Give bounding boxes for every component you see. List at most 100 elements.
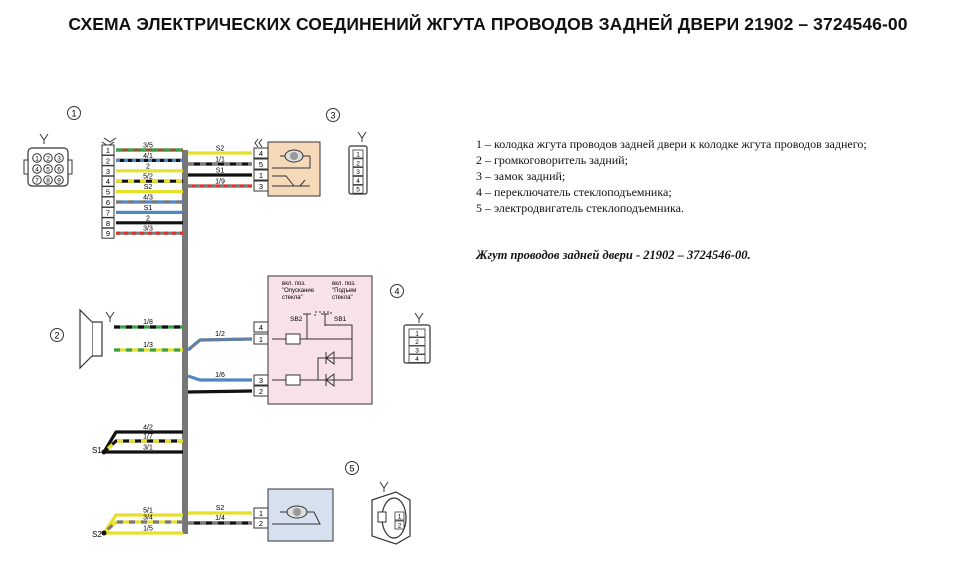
pin-number: 4 — [106, 177, 110, 186]
component-2-number: 2 — [54, 331, 59, 341]
wire-label: 1/9 — [215, 179, 225, 186]
pin-number: 4 — [415, 356, 419, 363]
wire-stripe — [186, 337, 253, 352]
wire-label: 1/7 — [143, 434, 153, 441]
ground-s2-label: S2 — [92, 530, 102, 539]
wire-label: S1 — [216, 168, 225, 175]
wire-stripe — [102, 439, 183, 454]
pin-number: 8 — [46, 178, 50, 185]
pin-number: 4 — [356, 178, 360, 185]
legend-item: 5 – электродвигатель стеклоподъемника. — [476, 201, 684, 215]
ground-point — [101, 449, 107, 455]
wire — [187, 389, 253, 394]
ground-s1-wires: 4/21/73/1 — [101, 425, 183, 455]
switch-sb1-label: SB1 — [334, 316, 347, 323]
page-title: СХЕМА ЭЛЕКТРИЧЕСКИХ СОЕДИНЕНИЙ ЖГУТА ПРО… — [68, 14, 908, 34]
wire-label: 3/3 — [143, 226, 153, 233]
wire-label: 1/4 — [215, 515, 225, 522]
speaker-icon — [79, 308, 115, 370]
pin-cell — [408, 354, 426, 363]
pin-number: 8 — [106, 219, 110, 228]
wire-label: S2 — [216, 505, 225, 512]
pin-number: 1 — [35, 156, 39, 163]
component-4-marker — [390, 284, 404, 298]
harness-note: Жгут проводов задней двери - 21902 – 372… — [476, 248, 751, 262]
component-2-marker — [50, 328, 64, 342]
pin-number: 3 — [259, 182, 263, 191]
pin-socket — [54, 153, 64, 163]
pin-number: 1 — [259, 335, 263, 344]
pin-cell — [253, 147, 269, 159]
pin-cell — [253, 321, 269, 333]
pin-cell — [253, 333, 269, 345]
wire — [102, 430, 183, 453]
wire — [187, 374, 252, 382]
pin-number: 4 — [259, 149, 263, 158]
wire-label: 1/1 — [215, 157, 225, 164]
switch-sb2-label: SB2 — [290, 316, 303, 323]
pin-number: 2 — [356, 160, 360, 167]
wire-label: 3/5 — [143, 143, 153, 150]
component-1-number: 1 — [71, 109, 76, 119]
pin-cell — [352, 149, 364, 159]
motor-wires: S21/4 — [188, 505, 252, 525]
pin-cell — [394, 511, 405, 521]
pin-number: 3 — [415, 348, 419, 355]
switch-body — [267, 275, 373, 405]
pin-cell — [352, 158, 364, 168]
legend: 1 – колодка жгута проводов задней двери … — [476, 136, 867, 216]
pin-number: 3 — [106, 167, 110, 176]
pin-number: 2 — [259, 519, 263, 528]
pin-cell — [408, 345, 426, 355]
wire-label: 2 — [146, 215, 150, 222]
wire-label: 1/8 — [143, 319, 153, 326]
pin-cell — [253, 169, 269, 181]
motor-icon — [272, 505, 321, 525]
legend-item: 2 – громкоговоритель задний; — [476, 153, 628, 167]
pin-socket — [54, 164, 64, 174]
pin-number: 6 — [106, 198, 110, 207]
wire-label: 2 — [146, 163, 150, 170]
pin-cell — [253, 180, 269, 192]
pin-cell — [253, 517, 269, 529]
pin-cell — [394, 520, 405, 530]
wire-label: 4/1 — [143, 153, 153, 160]
pin-cell — [408, 337, 426, 346]
wire-label: 1/6 — [215, 372, 225, 379]
pin-number: 1 — [106, 146, 110, 155]
wire-label: 5/2 — [143, 174, 153, 181]
switch-label-up: вкл. поз. "Подъем стекла" — [332, 281, 358, 301]
pin-socket — [43, 175, 53, 185]
wire-label: 3/1 — [143, 445, 153, 452]
pin-number: 2 — [398, 523, 402, 530]
wire-label: 1/5 — [143, 526, 153, 533]
pin-number: 1 — [259, 171, 263, 180]
pin-cell — [408, 328, 426, 338]
pin-number: 7 — [106, 208, 110, 217]
component-4-number: 4 — [394, 287, 399, 297]
pin-number: 4 — [35, 167, 39, 174]
legend-item: 1 – колодка жгута проводов задней двери … — [476, 137, 867, 151]
component-1-marker — [67, 106, 81, 120]
lock-motor-icon — [272, 149, 311, 187]
pin-number: 1 — [398, 514, 402, 521]
switch-label-down: вкл. поз. "Опускание стекла" — [282, 281, 316, 301]
pin-cell — [253, 385, 269, 397]
pin-number: 5 — [46, 167, 50, 174]
ground-s1-label: S1 — [92, 446, 102, 455]
component-3-marker — [326, 108, 340, 122]
motor-connector-face: 12 — [371, 481, 411, 545]
pin-number: 1 — [356, 152, 360, 159]
wire-label: 4/3 — [143, 195, 153, 202]
pin-cell — [101, 227, 115, 239]
pin-number: 6 — [57, 167, 61, 174]
pin-number: 9 — [57, 178, 61, 185]
component-5-number: 5 — [349, 464, 354, 474]
